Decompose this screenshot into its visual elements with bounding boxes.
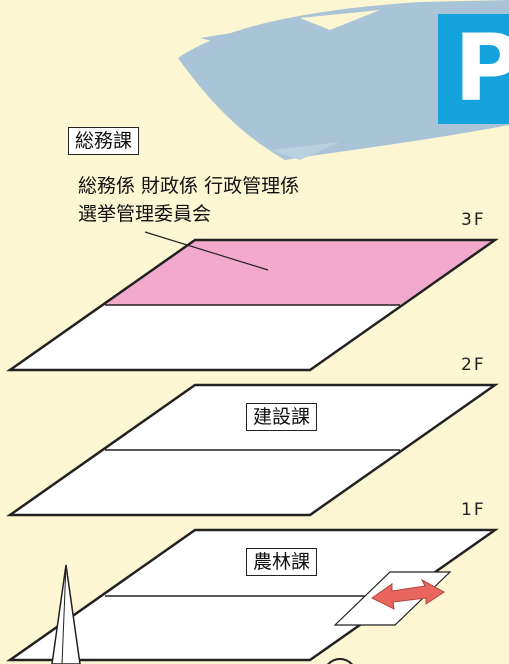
partial-circle [327, 658, 353, 664]
floor-2f-plate [6, 383, 499, 517]
floor-3f-highlight [105, 240, 495, 305]
leader-line [144, 231, 269, 271]
floor-3f-label: 3F [461, 210, 486, 230]
pin-figure [51, 564, 81, 664]
brush-stroke-decoration [178, 0, 509, 160]
department-1f-label: 農林課 [246, 548, 318, 576]
department-2f-label: 建設課 [246, 403, 318, 431]
floor-2f-label: 2F [461, 355, 486, 375]
department-3f-label: 総務課 [68, 127, 140, 155]
floor-1f-label: 1F [461, 500, 486, 520]
sections-3f-line1: 総務係 財政係 行政管理係 [78, 175, 300, 197]
arrow-icon [371, 578, 445, 610]
floor-3f-plate [6, 231, 499, 372]
floor-1f-plate [6, 528, 499, 662]
title-badge: P [438, 14, 509, 124]
sections-3f-line2: 選挙管理委員会 [78, 203, 212, 225]
